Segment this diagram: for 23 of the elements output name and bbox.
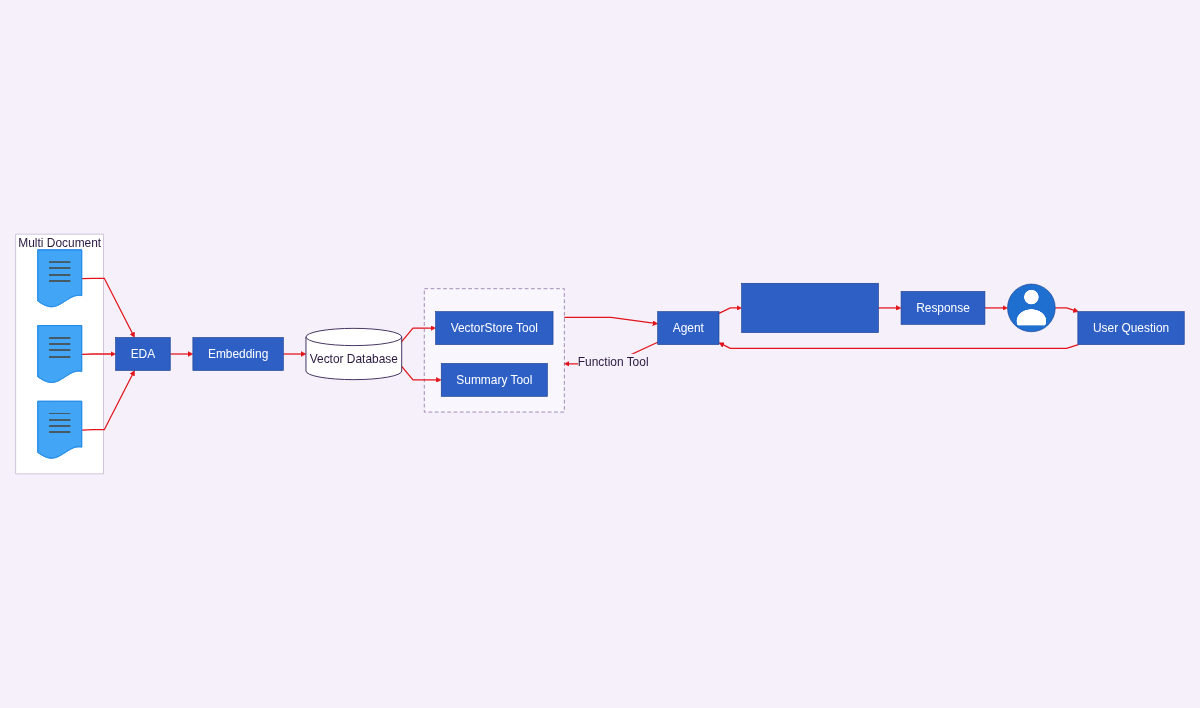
node-box: Summary Tool [440, 363, 548, 397]
arrow [81, 277, 135, 338]
node-box: Agent [657, 311, 720, 345]
arrow [282, 351, 307, 357]
node-box: VectorStore Tool [435, 311, 554, 345]
arrow [718, 342, 1079, 349]
node-box: User Question [1077, 311, 1185, 345]
node-box: Embedding [192, 337, 284, 371]
node-box: EDA [115, 337, 171, 371]
arrow [984, 305, 1008, 311]
arrow [401, 325, 436, 343]
arrow [563, 316, 658, 326]
edge-label: Function Tool [577, 355, 649, 369]
node-box [741, 282, 879, 333]
arrow [169, 351, 194, 357]
arrow [718, 305, 742, 314]
arrow [401, 365, 442, 383]
arrow [81, 370, 135, 431]
arrow [1054, 307, 1079, 313]
arrow [877, 305, 902, 311]
node-box: Response [900, 291, 986, 325]
arrow [81, 351, 116, 357]
cluster: Multi Document [15, 233, 104, 475]
